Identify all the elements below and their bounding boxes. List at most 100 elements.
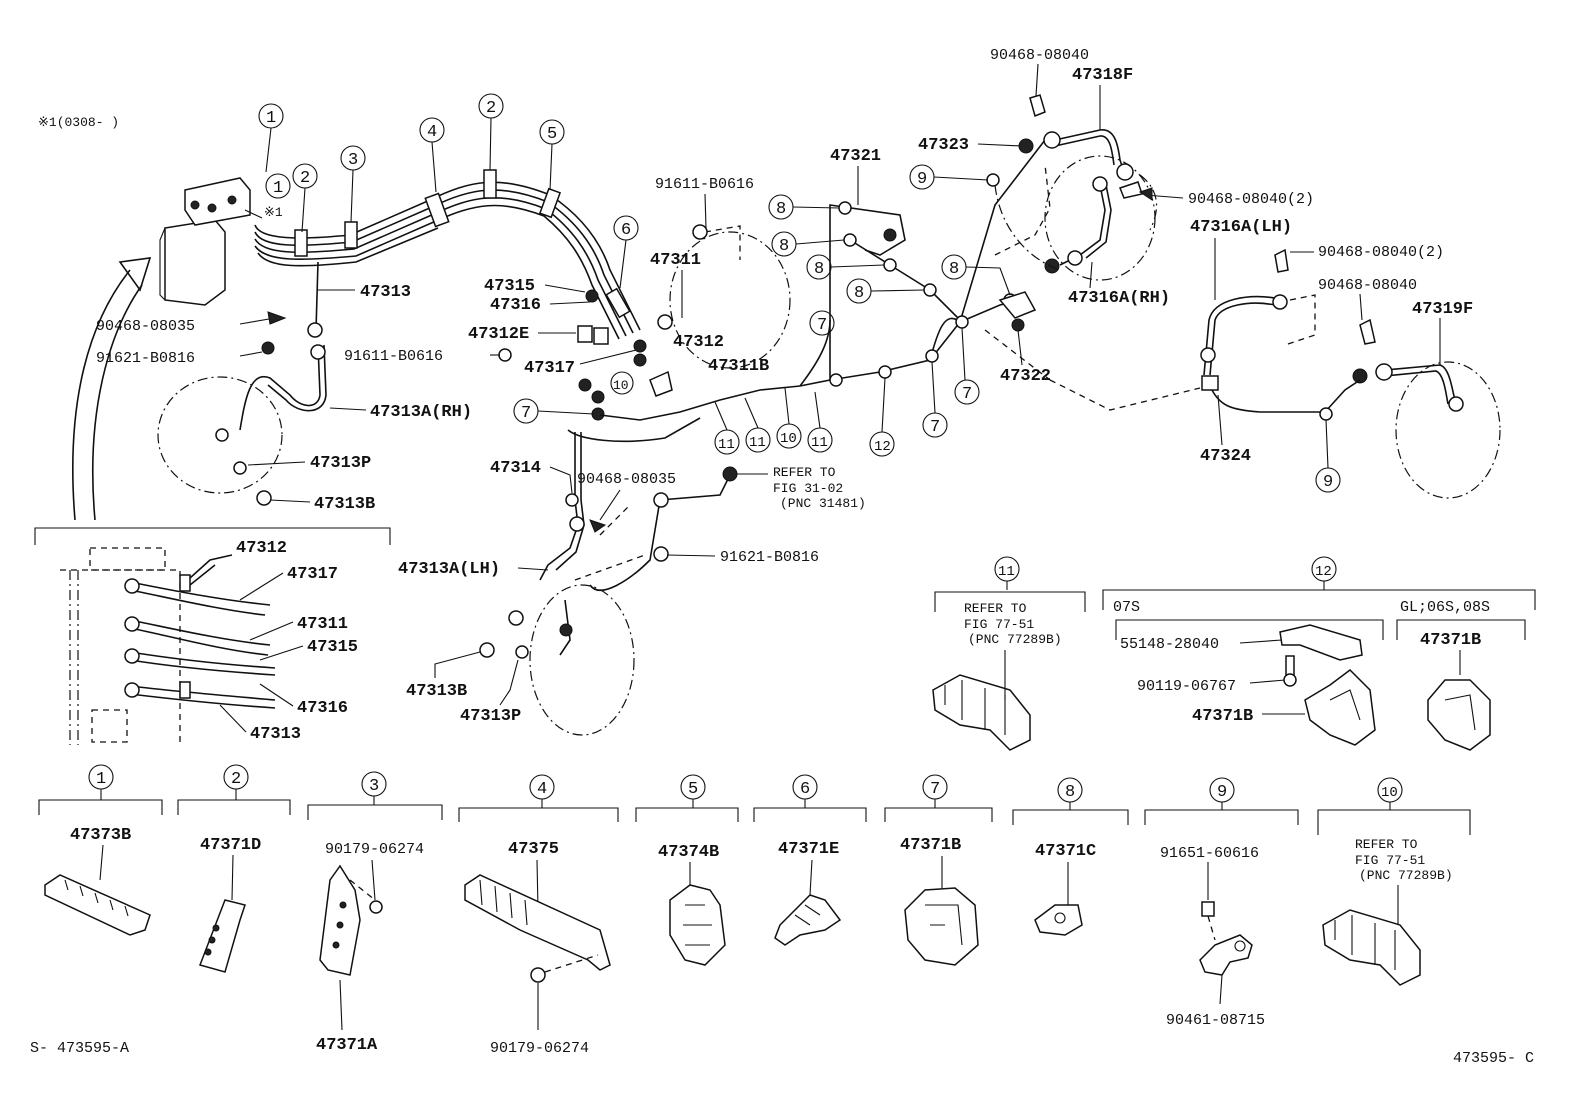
inset-label-47315: 47315 (307, 638, 358, 657)
svg-text:9: 9 (1323, 473, 1333, 492)
svg-text:7: 7 (962, 385, 972, 404)
svg-text:2: 2 (231, 770, 241, 789)
label-90468-08040-2-b: 90468-08040(2) (1318, 244, 1444, 261)
svg-text:FIG 77-51: FIG 77-51 (1355, 853, 1425, 868)
svg-text:11: 11 (749, 435, 766, 451)
group-7: 7 47371B (884, 774, 993, 966)
label-47316: 47316 (490, 296, 541, 315)
svg-text:4: 4 (537, 780, 547, 799)
svg-text:9: 9 (1217, 783, 1227, 802)
svg-text:7: 7 (930, 418, 940, 437)
label-90468-08040-2-a: 90468-08040(2) (1188, 191, 1314, 208)
svg-text:91651-60616: 91651-60616 (1160, 845, 1259, 862)
svg-text:55148-28040: 55148-28040 (1120, 636, 1219, 653)
svg-text:8: 8 (776, 200, 786, 219)
group-6: 6 47371E (753, 774, 867, 946)
master-cylinder-illustration (159, 177, 263, 306)
svg-text:90179-06274: 90179-06274 (325, 841, 424, 858)
label-47313A-RH: 47313A(RH) (370, 403, 472, 422)
label-47312E: 47312E (468, 325, 529, 344)
label-47313B-b: 47313B (406, 682, 467, 701)
brake-line-bundle (254, 169, 641, 340)
label-47324: 47324 (1200, 447, 1251, 466)
svg-text:7: 7 (521, 404, 531, 423)
svg-text:1: 1 (273, 179, 283, 198)
svg-text:6: 6 (800, 780, 810, 799)
label-47321: 47321 (830, 147, 881, 166)
label-47313B-a: 47313B (314, 495, 375, 514)
svg-text:90119-06767: 90119-06767 (1137, 678, 1236, 695)
label-90468-08040-a: 90468-08040 (990, 47, 1089, 64)
circled-callouts-rear: 8 8 8 8 8 9 7 7 7 12 7 11 11 10 11 (513, 164, 1011, 457)
label-47322: 47322 (1000, 367, 1051, 386)
label-47313: 47313 (360, 283, 411, 302)
note-mark-1: ※1 (264, 205, 283, 220)
front-right-hose-assembly (157, 322, 327, 506)
svg-text:GL;06S,08S: GL;06S,08S (1400, 599, 1490, 616)
svg-text:1: 1 (266, 109, 276, 128)
svg-text:07S: 07S (1113, 599, 1140, 616)
svg-text:9: 9 (917, 170, 927, 189)
label-47318F: 47318F (1072, 66, 1133, 85)
label-91611-B0616-b: 91611-B0616 (344, 348, 443, 365)
group-10: 10 REFER TO FIG 77-51 (PNC 77289B) (1317, 777, 1471, 986)
inset-label-47311: 47311 (297, 615, 348, 634)
group-8: 8 47371C (1012, 777, 1129, 936)
svg-text:47371B: 47371B (1192, 707, 1253, 726)
note-revision: ※1(0308- ) (38, 115, 119, 130)
inset-label-47316: 47316 (297, 699, 348, 718)
svg-text:11: 11 (811, 435, 828, 451)
rear-right-hose-assembly (994, 94, 1158, 281)
svg-text:10: 10 (1381, 785, 1398, 801)
svg-text:8: 8 (779, 237, 789, 256)
label-47313P-b: 47313P (460, 707, 521, 726)
label-47314: 47314 (490, 459, 541, 478)
svg-text:90461-08715: 90461-08715 (1166, 1012, 1265, 1029)
svg-text:7: 7 (817, 316, 827, 335)
svg-text:47375: 47375 (508, 840, 559, 859)
inset-label-47313: 47313 (250, 725, 301, 744)
svg-text:47371C: 47371C (1035, 842, 1096, 861)
refer-31-02-l3: (PNC 31481) (780, 496, 866, 511)
svg-text:8: 8 (949, 260, 959, 279)
svg-text:2: 2 (300, 169, 310, 188)
label-47319F: 47319F (1412, 300, 1473, 319)
group-3: 3 90179-06274 47371A (307, 771, 443, 1055)
label-47316A-LH: 47316A(LH) (1190, 218, 1292, 237)
label-47313A-LH: 47313A(LH) (398, 560, 500, 579)
label-47311: 47311 (650, 251, 701, 270)
svg-text:11: 11 (998, 564, 1015, 580)
svg-text:47371E: 47371E (778, 840, 839, 859)
circled-callouts-bundle: 1 1 ※1 2 3 4 2 5 6 (258, 93, 639, 289)
svg-text:47371B: 47371B (900, 836, 961, 855)
svg-text:47373B: 47373B (70, 826, 131, 845)
refer-31-02-l1: REFER TO (773, 465, 836, 480)
svg-text:2: 2 (486, 99, 496, 118)
group-9: 9 91651-60616 90461-08715 (1144, 777, 1299, 1029)
svg-text:FIG 77-51: FIG 77-51 (964, 617, 1034, 632)
refer-31-02-l2: FIG 31-02 (773, 481, 843, 496)
svg-text:5: 5 (688, 780, 698, 799)
svg-text:3: 3 (348, 151, 358, 170)
rear-brake-lines (567, 139, 1046, 443)
label-90468-08035-a: 90468-08035 (96, 318, 195, 335)
group-1: 1 47373B (38, 764, 163, 936)
svg-text:8: 8 (854, 284, 864, 303)
label-47317: 47317 (524, 359, 575, 378)
group-2: 2 47371D (177, 764, 291, 973)
inset-label-47312: 47312 (236, 539, 287, 558)
center-fittings: 10 (498, 224, 791, 421)
svg-text:10: 10 (613, 378, 629, 393)
group-11: 11 REFER TO FIG 77-51 (PNC 77289B) (932, 556, 1086, 751)
label-90468-08040-b: 90468-08040 (1318, 277, 1417, 294)
svg-text:8: 8 (814, 260, 824, 279)
label-47323: 47323 (918, 136, 969, 155)
doc-id-left: S- 473595-A (30, 1040, 129, 1057)
svg-text:3: 3 (369, 777, 379, 796)
group-5: 5 47374B (635, 774, 739, 966)
line-47313 (315, 261, 319, 331)
svg-text:90179-06274: 90179-06274 (490, 1040, 589, 1057)
label-91621-B0816-a: 91621-B0816 (96, 350, 195, 367)
label-91611-B0616-a: 91611-B0616 (655, 176, 754, 193)
